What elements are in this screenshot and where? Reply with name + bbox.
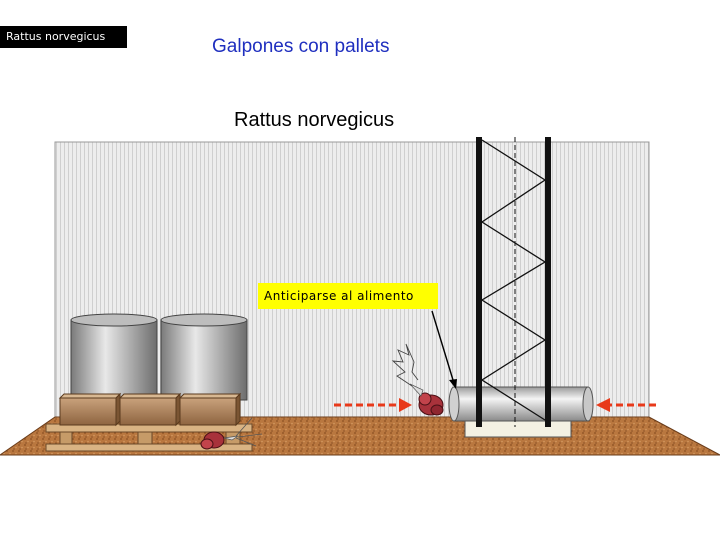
box-icon xyxy=(180,394,240,425)
barrel-icon xyxy=(161,314,247,400)
box-icon xyxy=(60,394,120,425)
barrel-icon xyxy=(71,314,157,400)
callout-label: Anticiparse al alimento xyxy=(258,283,438,309)
box-icon xyxy=(120,394,180,425)
